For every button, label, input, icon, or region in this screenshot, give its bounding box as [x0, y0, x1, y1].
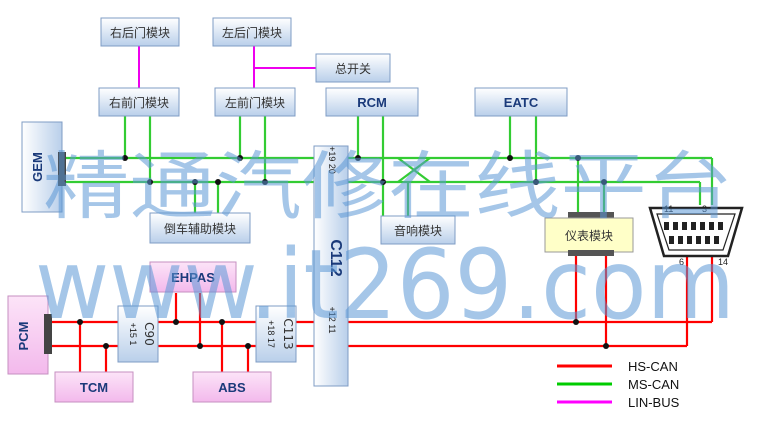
- module-master-switch-label: 总开关: [335, 62, 371, 76]
- module-audio-label: 音响模块: [394, 223, 442, 238]
- module-master-switch: 总开关: [315, 53, 391, 83]
- dlc-connector: 11 3 6 14: [648, 204, 744, 267]
- legend-ms-can-label: MS-CAN: [628, 377, 679, 392]
- c113-label: C113: [281, 318, 295, 349]
- watermark-line2: www.it269.com: [35, 229, 735, 341]
- dlc-pin-11: 11: [664, 204, 673, 214]
- module-eatc: EATC: [474, 87, 568, 117]
- module-rr-door: 右后门模块: [100, 17, 180, 47]
- module-pcm: PCM: [7, 295, 52, 375]
- c112-pins-top: +19 20: [327, 146, 337, 174]
- module-abs-label: ABS: [218, 380, 246, 395]
- dlc-pin-6: 6: [679, 257, 684, 267]
- connector-c90: C90 +15 1: [117, 305, 159, 363]
- module-reverse-aid-label: 倒车辅助模块: [164, 221, 236, 236]
- module-lf-door: 左前门模块: [214, 87, 296, 117]
- module-tcm: TCM: [54, 371, 134, 403]
- module-rcm-label: RCM: [357, 95, 387, 110]
- legend-hs-can-label: HS-CAN: [628, 359, 678, 374]
- legend-lin-bus-label: LIN-BUS: [628, 395, 680, 410]
- module-pcm-label: PCM: [16, 322, 31, 351]
- c112-label: C112: [327, 239, 344, 276]
- module-ehpas: EHPAS: [149, 261, 237, 293]
- watermark-line1: 精通汽修在线平台: [43, 144, 733, 230]
- module-cluster-label: 仪表模块: [565, 229, 613, 243]
- module-rf-door: 右前门模块: [98, 87, 180, 117]
- dlc-pin-14: 14: [718, 257, 728, 267]
- module-tcm-label: TCM: [80, 380, 108, 395]
- connector-c112: +19 20 C112 +12 11: [313, 145, 349, 387]
- module-audio: 音响模块: [380, 215, 456, 245]
- dlc-pin-3: 3: [702, 204, 707, 214]
- module-reverse-aid: 倒车辅助模块: [149, 212, 251, 244]
- module-abs: ABS: [192, 371, 272, 403]
- module-rr-door-label: 右后门模块: [110, 25, 170, 40]
- module-eatc-label: EATC: [504, 95, 539, 110]
- legend: HS-CAN MS-CAN LIN-BUS: [557, 359, 680, 410]
- watermark: 精通汽修在线平台 www.it269.com: [35, 144, 735, 341]
- module-cluster: 仪表模块: [544, 212, 634, 256]
- module-gem: GEM: [21, 121, 66, 213]
- module-lf-door-label: 左前门模块: [225, 95, 285, 110]
- module-rcm: RCM: [325, 87, 419, 117]
- ms-can-lines: [62, 116, 714, 216]
- connector-c113: C113 +18 17: [255, 305, 297, 363]
- c113-pins: +18 17: [266, 320, 276, 348]
- c112-pins-bottom: +12 11: [327, 306, 337, 333]
- junction-dots: [77, 155, 609, 349]
- c90-label: C90: [142, 322, 156, 346]
- module-rf-door-label: 右前门模块: [109, 95, 169, 110]
- module-gem-label: GEM: [30, 152, 45, 182]
- module-ehpas-label: EHPAS: [171, 270, 215, 285]
- module-lr-door-label: 左后门模块: [222, 25, 282, 40]
- lin-bus-lines: [138, 46, 316, 88]
- module-lr-door: 左后门模块: [212, 17, 292, 47]
- c90-pins: +15 1: [128, 323, 138, 346]
